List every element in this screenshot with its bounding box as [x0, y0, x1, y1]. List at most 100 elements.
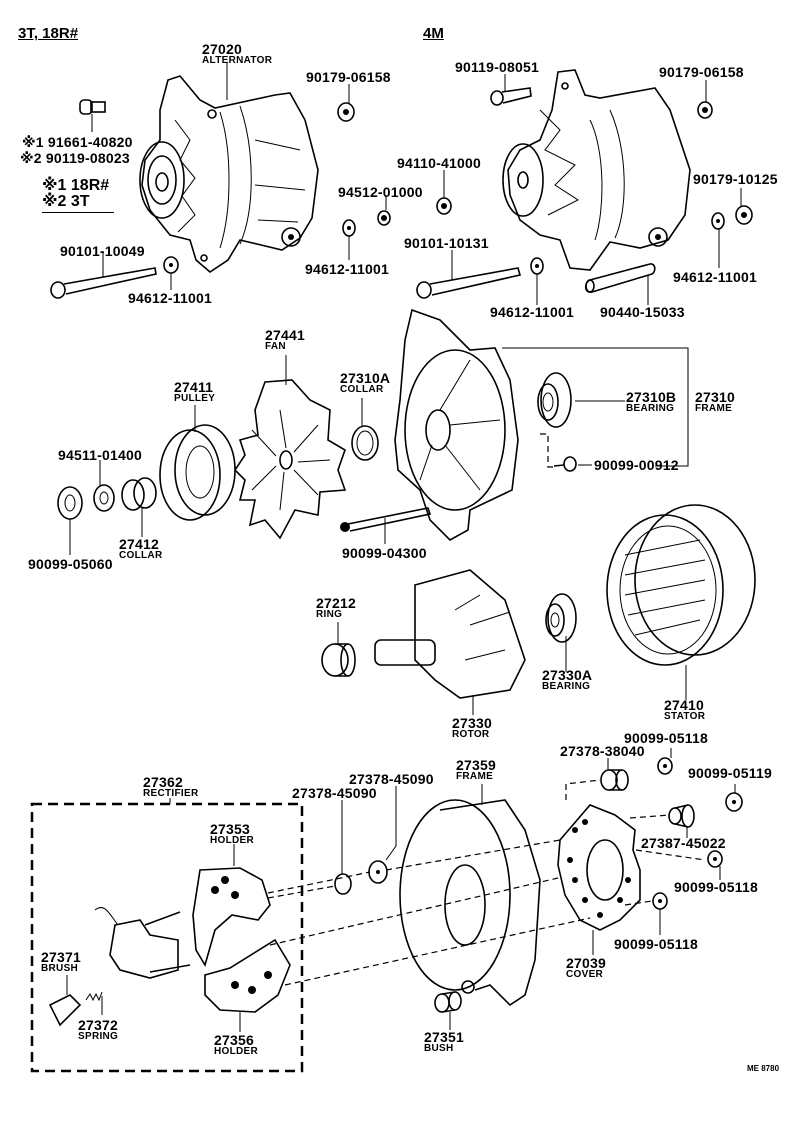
cover-27039-illustration: [557, 804, 641, 955]
part-number: 27411: [174, 379, 214, 395]
part-number-90099-00912: 90099-00912: [594, 457, 679, 473]
note-2: ※2 3T: [42, 193, 90, 210]
part-number-90101-10049: 90101-10049: [60, 243, 145, 259]
insulator-27378-38040-illustration: [600, 758, 629, 791]
part-label-27310b: 27310B BEARING: [626, 390, 676, 414]
part-label-27330: 27330 ROTOR: [452, 716, 492, 740]
part-number-94612-11001-c: 94612-11001: [490, 304, 574, 320]
insulator-27387-45022-illustration: [668, 804, 695, 838]
part-number-90119-08023: ※2 90119-08023: [20, 150, 130, 166]
part-name: BUSH: [424, 1043, 454, 1054]
part-number: 27441: [265, 327, 305, 343]
part-number: 27351: [424, 1029, 464, 1045]
nut-90099-05060-illustration: [57, 486, 83, 555]
part-number-90099-05119: 90099-05119: [688, 765, 772, 781]
part-number-27378-45090-a: 27378-45090: [292, 785, 377, 801]
washer-94511-01400-illustration: [93, 460, 115, 512]
part-name: BEARING: [626, 403, 675, 414]
part-name: RECTIFIER: [143, 788, 199, 799]
part-label-27039: 27039 COVER: [566, 956, 606, 980]
part-label-27310a: 27310A COLLAR: [340, 371, 390, 395]
stator-27410-illustration: [606, 504, 756, 700]
collar-27412-illustration: [121, 477, 157, 537]
alternator-illustration-right: [502, 69, 691, 271]
part-number: 27310B: [626, 389, 677, 405]
part-label-27371: 27371 BRUSH: [41, 950, 81, 974]
bolt-90101-10131-icon: [416, 250, 522, 299]
bush-27351-illustration: [434, 991, 462, 1030]
part-label-27310: 27310 FRAME: [695, 390, 735, 414]
part-name: SPRING: [78, 1031, 119, 1042]
part-name: FRAME: [456, 771, 494, 782]
part-number-27378-38040: 27378-38040: [560, 743, 645, 759]
collar-27310a-illustration: [351, 398, 379, 461]
part-number: 27359: [456, 757, 496, 773]
bolt-91661-40820-icon: [79, 99, 106, 132]
part-number-27378-45090-b: 27378-45090: [349, 771, 434, 787]
nut-90179-10125-icon: [735, 188, 753, 225]
part-number: 27330A: [542, 667, 593, 683]
part-number-90099-04300: 90099-04300: [342, 545, 427, 561]
part-number: 27020: [202, 41, 242, 57]
nut-94110-41000-icon: [436, 170, 452, 215]
brush-holder-assembly-illustration: [94, 907, 191, 979]
bolt-90101-10049-icon: [50, 252, 157, 299]
part-number: 27356: [214, 1032, 254, 1048]
part-label-27212: 27212 RING: [316, 596, 356, 620]
washer-94612-11001-a-icon: [163, 256, 179, 290]
part-number: 27412: [119, 536, 159, 552]
part-number: 27330: [452, 715, 492, 731]
part-label-27411: 27411 PULLEY: [174, 380, 215, 404]
part-label-27356: 27356 HOLDER: [214, 1033, 258, 1057]
nut-90099-05118-b-illustration: [707, 850, 723, 880]
part-number-90099-05118-a: 90099-05118: [624, 730, 708, 746]
nut-90179-06158-icon: [337, 84, 355, 122]
part-label-27351: 27351 BUSH: [424, 1030, 464, 1054]
part-number-90440-15033: 90440-15033: [600, 304, 685, 320]
part-number-91661-40820: ※1 91661-40820: [22, 134, 133, 150]
part-number: 27353: [210, 821, 250, 837]
part-number-27387-45022: 27387-45022: [641, 835, 726, 851]
washer-94612-11001-b-icon: [342, 219, 356, 260]
holder-27356-illustration: [204, 938, 291, 1032]
insulator-27378-45090-b-illustration: [368, 786, 397, 884]
part-number-90099-05060: 90099-05060: [28, 556, 113, 572]
part-number-90179-10125: 90179-10125: [693, 171, 778, 187]
part-number-90099-05118-c: 90099-05118: [614, 936, 698, 952]
fan-27441-illustration: [233, 355, 347, 540]
part-name: COVER: [566, 969, 604, 980]
part-number-94511-01400: 94511-01400: [58, 447, 142, 463]
part-number-90119-08051: 90119-08051: [455, 59, 539, 75]
section-header-3t-18r: 3T, 18R#: [18, 25, 79, 42]
part-label-27353: 27353 HOLDER: [210, 822, 254, 846]
part-number: 27310A: [340, 370, 391, 386]
rotor-27330-illustration: [374, 569, 526, 715]
pulley-27411-illustration: [159, 405, 236, 521]
alternator-illustration-left: [139, 75, 319, 274]
applicability-notes: ※1 18R# ※2 3T: [42, 178, 114, 213]
part-label-27330a: 27330A BEARING: [542, 668, 592, 692]
part-number-90179-06158-b: 90179-06158: [659, 64, 744, 80]
frame-27359-illustration: [399, 784, 541, 1007]
screw-90099-00912-illustration: [540, 433, 592, 472]
ring-27212-illustration: [321, 622, 356, 677]
part-number: 27310: [695, 389, 735, 405]
screw-90099-04300-illustration: [340, 507, 432, 544]
part-number-90179-06158-a: 90179-06158: [306, 69, 391, 85]
part-label-27441: 27441 FAN: [265, 328, 305, 352]
part-label-27359: 27359 FRAME: [456, 758, 496, 782]
part-name: FRAME: [695, 403, 733, 414]
section-header-4m: 4M: [423, 25, 444, 42]
insulator-27378-45090-a-illustration: [334, 800, 352, 895]
part-name: FAN: [265, 341, 286, 352]
part-number-94612-11001-a: 94612-11001: [128, 290, 212, 306]
nut-90099-05119-illustration: [725, 784, 743, 812]
part-label-27372: 27372 SPRING: [78, 1018, 118, 1042]
part-name: COLLAR: [119, 550, 163, 561]
part-name: PULLEY: [174, 393, 216, 404]
part-number-94612-11001-b: 94612-11001: [305, 261, 389, 277]
washer-94612-11001-c-icon: [530, 257, 544, 305]
note-1: ※1 18R#: [42, 177, 110, 194]
part-number: 27410: [664, 697, 704, 713]
